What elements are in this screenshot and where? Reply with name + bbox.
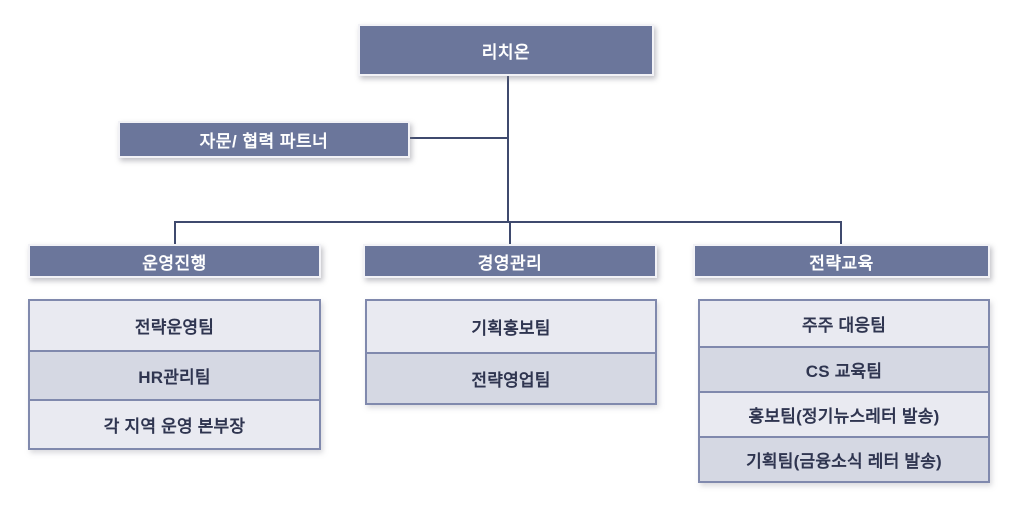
branch-header-label: 운영진행 [142, 253, 207, 273]
branch-header-label: 전략교육 [809, 253, 874, 273]
team-row: 전략운영팀 [30, 301, 319, 350]
team-row: 홍보팀(정기뉴스레터 발송) [700, 391, 988, 436]
team-table-operations: 전략운영팀 HR관리팀 각 지역 운영 본부장 [28, 299, 321, 450]
connector-branch2-drop [509, 221, 511, 244]
branch-header-label: 경영관리 [477, 253, 543, 273]
partner-node-label: 자문/ 협력 파트너 [199, 132, 329, 151]
team-row: CS 교육팀 [700, 346, 988, 391]
branch-header-operations: 운영진행 [28, 244, 321, 278]
root-node-label: 리치온 [481, 42, 531, 62]
branch-header-management: 경영관리 [363, 244, 657, 278]
team-table-management: 기획홍보팀 전략영업팀 [365, 299, 657, 405]
root-node: 리치온 [358, 24, 654, 76]
team-row: 기획홍보팀 [367, 301, 655, 352]
partner-node: 자문/ 협력 파트너 [118, 121, 410, 158]
branch-header-strategy-education: 전략교육 [693, 244, 990, 278]
team-table-strategy-education: 주주 대응팀 CS 교육팀 홍보팀(정기뉴스레터 발송) 기획팀(금융소식 레터… [698, 299, 990, 483]
connector-partner-horizontal [409, 137, 509, 139]
connector-distribution-horizontal [174, 221, 842, 223]
connector-branch3-drop [840, 221, 842, 244]
team-row: 기획팀(금융소식 레터 발송) [700, 436, 988, 481]
connector-branch1-drop [174, 221, 176, 244]
team-row: HR관리팀 [30, 350, 319, 399]
team-row: 전략영업팀 [367, 352, 655, 403]
team-row: 각 지역 운영 본부장 [30, 399, 319, 448]
connector-root-vertical [507, 76, 509, 223]
team-row: 주주 대응팀 [700, 301, 988, 346]
